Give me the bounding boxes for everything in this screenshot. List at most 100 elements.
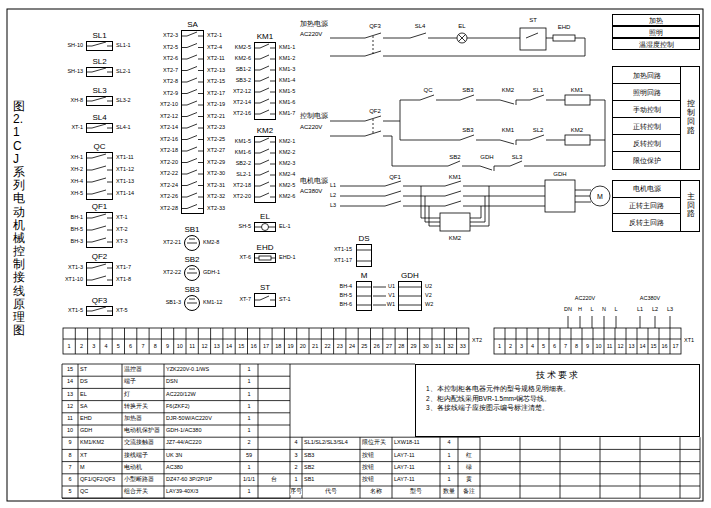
terminal-label: XT2-23: [207, 125, 225, 131]
table-cell: LAY39-40X/3: [166, 489, 198, 495]
terminal-cell: [538, 328, 539, 354]
terminal-cell: [247, 328, 248, 354]
terminal-cell: [149, 328, 150, 354]
table-cell: AC220/12W: [166, 392, 196, 398]
switch-contact: [87, 154, 112, 158]
terminal-label: XT1-7: [116, 265, 131, 271]
component-code: SB3: [184, 285, 199, 294]
component-block: SL3: [86, 96, 113, 106]
component-code: DS: [358, 234, 369, 243]
terminal-cell: [309, 328, 310, 354]
terminal-cell: [186, 328, 187, 354]
terminal-label: XT2-9: [163, 91, 178, 97]
supply-label: N: [602, 307, 606, 313]
component-block: SL1: [86, 41, 113, 51]
terminal-number: 9: [586, 344, 589, 350]
switch-contact: [182, 113, 203, 117]
schematic-label: SB3: [462, 87, 473, 93]
switch-contact: [255, 160, 275, 164]
switch-contact: [182, 170, 203, 174]
terminal-cell: [382, 328, 383, 354]
component-block: GDH: [398, 281, 422, 311]
table-cell: 台: [271, 477, 277, 483]
terminal-cell: [235, 328, 236, 354]
terminal-number: 7: [141, 344, 144, 350]
table-cell: SL1/SL2/SL3/SL4: [304, 441, 348, 447]
terminal-label: XT1-12: [116, 167, 134, 173]
schematic-label: ST: [529, 17, 537, 23]
component-block: SL2: [86, 67, 113, 77]
component-block: KM2: [254, 136, 276, 203]
switch-contact: [365, 33, 426, 56]
table-cell: DSN: [166, 380, 178, 386]
terminal-number: 1: [498, 344, 501, 350]
breaker-link: [373, 119, 374, 134]
terminal-label: XT2-10: [160, 102, 178, 108]
switch-contact: [87, 264, 112, 268]
terminal-cell: [637, 328, 638, 354]
terminal-number: 32: [447, 344, 453, 350]
switch-contact: [255, 88, 275, 92]
table-grid: [62, 461, 290, 462]
table-grid: [62, 412, 290, 413]
function-cell: 反转主回路: [613, 214, 681, 231]
terminal-number: 28: [398, 344, 404, 350]
table-cell: QF1/QF2/QF3: [80, 477, 115, 483]
terminal-number: 6: [129, 344, 132, 350]
switch-contact: [365, 116, 381, 136]
schematic-label: KM1: [449, 174, 461, 180]
terminal-label: KM2-5: [235, 45, 251, 51]
coil-symbol: [565, 95, 590, 105]
component-block: EL: [254, 222, 276, 232]
drawing-title: 图2.1 CJ系列电动机械控制接线原理图: [13, 100, 25, 337]
table-cell: 按钮: [362, 477, 374, 483]
supply-label: L3: [667, 307, 673, 313]
schematic-label: AC220V: [300, 124, 322, 130]
component-code: QF1: [92, 202, 108, 211]
function-group: 控制回路加热回路照明回路手动控制正转控制反转控制限位保护: [612, 66, 700, 170]
table-cell: LAY7-11: [394, 477, 415, 483]
terminal-cell: [198, 328, 199, 354]
switch-contact: [182, 124, 203, 128]
component-code: EHD: [257, 243, 274, 252]
lamp-symbol: [457, 33, 467, 43]
table-cell: 3: [294, 453, 297, 459]
schematic-label: KM2: [571, 127, 583, 133]
terminal-label: KM1-5: [235, 139, 251, 145]
terminal-label: XT1-5: [68, 308, 83, 314]
terminal-label: KM2-4: [279, 172, 295, 178]
terminal-cell: [173, 328, 174, 354]
terminal-number: 24: [349, 344, 355, 350]
switch-contact: [182, 67, 203, 71]
button-symbol: [187, 269, 197, 273]
function-name: 加热回路: [633, 72, 661, 79]
table-cell: 电动机保护器: [124, 428, 160, 434]
terminal-label: XT2-19: [207, 102, 225, 108]
terminal-label: XT2-21: [163, 240, 181, 246]
switch-contact: [255, 110, 275, 114]
terminal-label: XT-3: [116, 239, 128, 245]
terminal-label: XT2-22: [163, 270, 181, 276]
terminal-label: SL2-1: [116, 69, 131, 75]
switch-contact: [87, 190, 112, 194]
function-cell: 照明: [612, 26, 700, 38]
terminal-label: W2: [425, 302, 433, 308]
protector-symbol: [545, 180, 575, 212]
terminal-label: KM1-1: [279, 45, 295, 51]
function-name: 正转控制: [633, 123, 661, 130]
terminal-label: KM1-3: [279, 67, 295, 73]
title-block: [520, 437, 521, 498]
component-code: SB1: [184, 225, 199, 234]
motor-symbol: [590, 186, 610, 206]
table-cell: 14: [67, 380, 73, 386]
heater-symbol: [259, 256, 271, 260]
component-code: EL: [260, 212, 270, 221]
terminal-number: 14: [639, 344, 645, 350]
component-block: EHD: [254, 253, 276, 263]
terminal-label: SB3-2: [236, 78, 251, 84]
terminal-label: XH-2: [70, 167, 83, 173]
terminal-label: BH-4: [339, 284, 352, 290]
schematic-label: SL4: [415, 23, 426, 29]
table-cell: 1: [294, 477, 297, 483]
terminal-label: XT1-17: [334, 258, 352, 264]
